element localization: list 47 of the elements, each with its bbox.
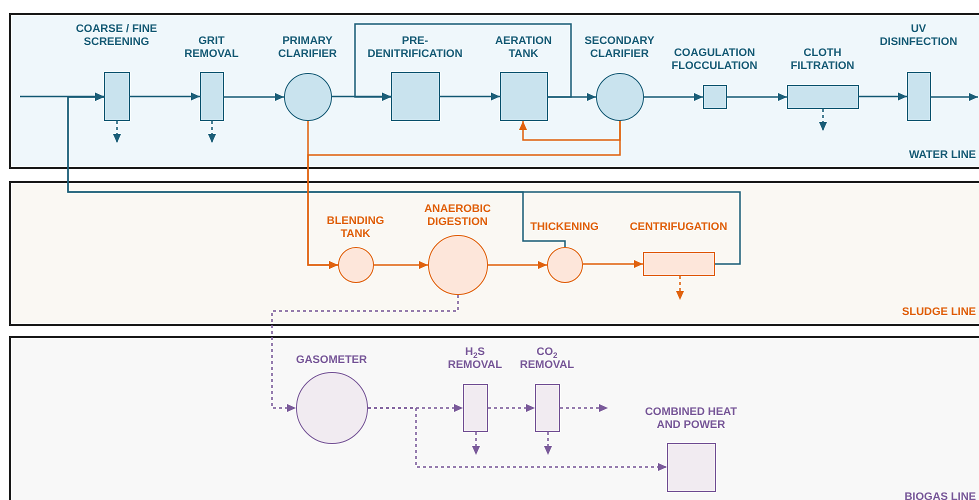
process-label: PRE- DENITRIFICATION [366,34,464,60]
process-label: THICKENING [530,220,599,234]
flow-arrow [440,92,500,100]
line-label: BIOGAS LINE [904,491,976,500]
line-label: SLUDGE LINE [902,306,976,319]
process-line-band [9,336,979,500]
process-label: CLOTH FILTRATION [790,46,856,72]
process-label: COAGULATION FLOCCULATION [670,46,758,72]
flow-arrow [859,92,907,100]
flow-arrow [368,407,667,471]
process-label: UV DISINFECTION [878,22,958,48]
flow-arrow [354,23,572,101]
flow-arrow [20,92,104,100]
process-label: SECONDARY CLARIFIER [584,34,656,60]
flow-arrow [271,295,459,412]
flow-arrow [583,260,643,268]
process-label: COARSE / FINE SCREENING [74,22,158,48]
flow-arrow [488,261,547,269]
process-line-band [9,13,979,169]
flow-arrow [544,432,552,455]
flow-arrow [332,92,391,100]
flow-arrow [224,93,284,101]
flow-arrow [727,93,787,101]
flow-arrow [374,261,428,269]
process-label: COMBINED HEAT AND POWER [644,406,738,432]
process-label: CO$_{2}$ REMOVAL [518,346,576,372]
flow-arrow [819,109,827,131]
flow-arrow [472,432,480,455]
process-label: CENTRIFUGATION [630,220,728,234]
process-label: H$_{2}$S REMOVAL [446,346,504,372]
flow-arrow [130,92,200,100]
process-label: GRIT REMOVAL [183,34,240,60]
flow-arrow [644,93,703,101]
flow-arrow [519,121,621,141]
flow-arrow [208,121,216,143]
process-line-band [9,181,979,326]
process-label: PRIMARY CLARIFIER [277,34,338,60]
flow-arrow [676,276,684,300]
flow-arrow [488,404,535,412]
process-label: BLENDING TANK [326,214,386,240]
line-label: WATER LINE [908,149,976,162]
process-label: GASOMETER [296,354,367,366]
flow-arrow [113,121,121,143]
flow-arrow [560,404,608,412]
process-label: ANAEROBIC DIGESTION [423,202,492,228]
flow-arrow [931,93,978,101]
process-label: AERATION TANK [494,34,553,60]
